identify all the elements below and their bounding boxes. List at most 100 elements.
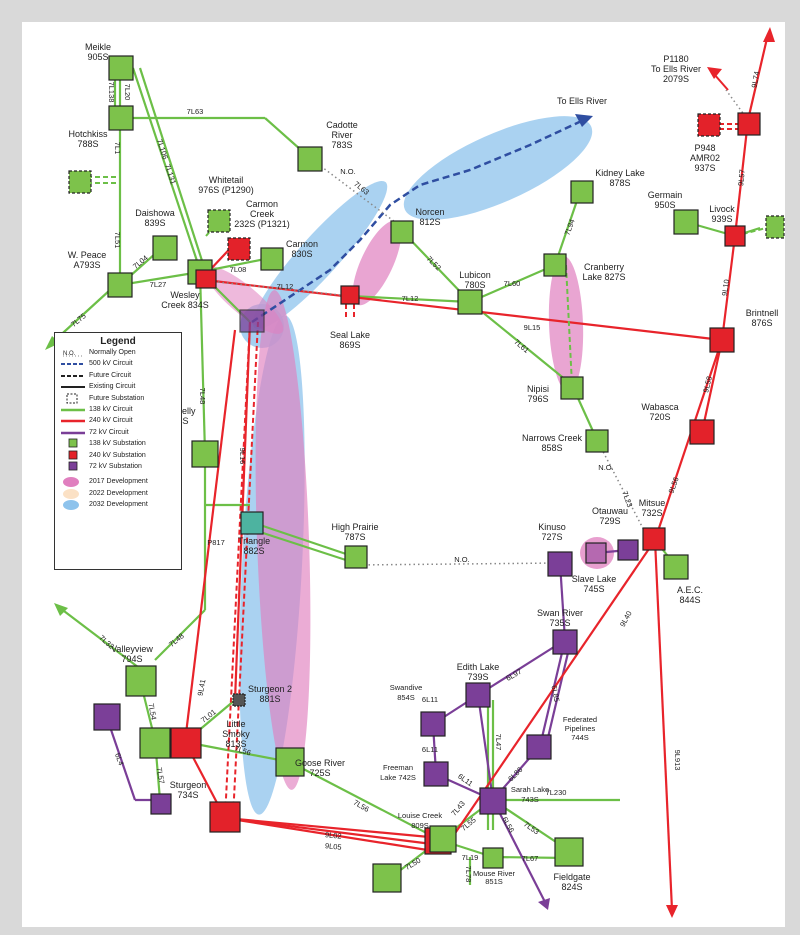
dev-2017-zone — [352, 220, 402, 306]
circuit-label: 7L48 — [167, 631, 186, 649]
circuit-label: 9L40 — [618, 609, 634, 628]
substation-carmon-creek — [227, 237, 251, 261]
legend-item: Future Circuit — [55, 370, 181, 381]
circuit-label: 7L55 — [459, 815, 478, 833]
legend-label: 72 kV Circuit — [89, 428, 129, 436]
arrow-south — [666, 905, 678, 918]
legend-box: Legend N.O. Normally Open 500 kV Circuit… — [54, 332, 182, 570]
legend-item: 138 kV Circuit — [55, 404, 181, 415]
arrow-mouse — [538, 898, 550, 910]
legend-label: 240 kV Substation — [89, 451, 146, 459]
circuit-label: 7L54 — [147, 703, 159, 721]
legend-item: 2017 Development — [55, 476, 181, 488]
normally-open-links — [217, 89, 749, 566]
circuit-label: 7L57 — [155, 767, 167, 785]
arrows — [45, 27, 775, 918]
normally-open-swatch: N.O. — [63, 351, 83, 357]
circuit-label: 7L78 — [464, 866, 473, 883]
substation-p1180 — [737, 112, 761, 136]
substation-narrows — [585, 429, 609, 453]
circuit-label: 7L106 — [155, 138, 170, 161]
substation-swandive — [420, 711, 446, 737]
circuit-label: 9L56 — [667, 476, 681, 495]
circuit-label: 7L67 — [522, 854, 539, 863]
substation-wabasca — [689, 419, 715, 445]
arrow-west-peace — [45, 336, 60, 350]
substation-mitsue — [642, 527, 666, 551]
138kv-circuit-swatch — [61, 408, 85, 412]
legend-item: 2022 Development — [55, 488, 181, 499]
circuit-label: 6L11 — [422, 745, 438, 754]
substation-edith — [465, 682, 491, 708]
substation-daishowa — [152, 235, 178, 261]
legend-label: Existing Circuit — [89, 383, 136, 391]
circuit-label: 9L02 — [324, 830, 342, 841]
substation-donnelly — [191, 440, 219, 468]
legend-item: Existing Circuit — [55, 381, 181, 392]
dev-2022-swatch — [63, 488, 79, 499]
future-substation-swatch — [66, 393, 78, 404]
substation-little-smoky — [170, 727, 202, 759]
substation-cadotte — [297, 146, 323, 172]
legend-item: 240 kV Circuit — [55, 415, 181, 426]
substation-whitetail — [207, 209, 231, 233]
substation-little-smoky-138 — [139, 727, 171, 759]
circuit-label: 7L19 — [462, 853, 479, 862]
substation-federated — [526, 734, 552, 760]
240kv-circuit-swatch — [61, 420, 85, 423]
circuit-label: 7L131 — [163, 163, 178, 186]
dev-2032-zone — [252, 180, 388, 330]
substation-carmon — [260, 247, 284, 271]
substation-hotchkiss-future — [68, 170, 92, 194]
substation-brintnell — [709, 327, 735, 353]
circuits-500kv — [251, 114, 593, 324]
circuit-label: 7L230 — [546, 788, 567, 797]
substation-freeman — [423, 761, 449, 787]
dev-2032-zone — [403, 116, 593, 220]
substation-slave-lake — [585, 542, 607, 564]
circuit-label: 9L05 — [324, 841, 342, 852]
substation-goose — [275, 747, 305, 777]
circuit-label: 7L50 — [403, 856, 422, 872]
138kv-substation-swatch — [68, 438, 78, 448]
substations — [68, 55, 785, 893]
circuit-label: 7L138 — [107, 82, 116, 103]
legend-label: Future Circuit — [89, 371, 132, 379]
substation-wesley-240 — [195, 269, 217, 289]
circuit-label: 9L10 — [720, 279, 731, 297]
circuit-label: 9L913 — [673, 750, 682, 771]
substation-valleyview — [125, 665, 157, 697]
substation-sturgeon — [150, 793, 172, 815]
circuit-label: 7L51 — [113, 232, 122, 249]
substation-livock-future — [765, 215, 785, 239]
legend-item: N.O. Normally Open — [55, 347, 181, 358]
72kv-circuit-swatch — [61, 431, 85, 434]
substation-norcen — [390, 220, 414, 244]
substation-cranberry — [543, 253, 567, 277]
